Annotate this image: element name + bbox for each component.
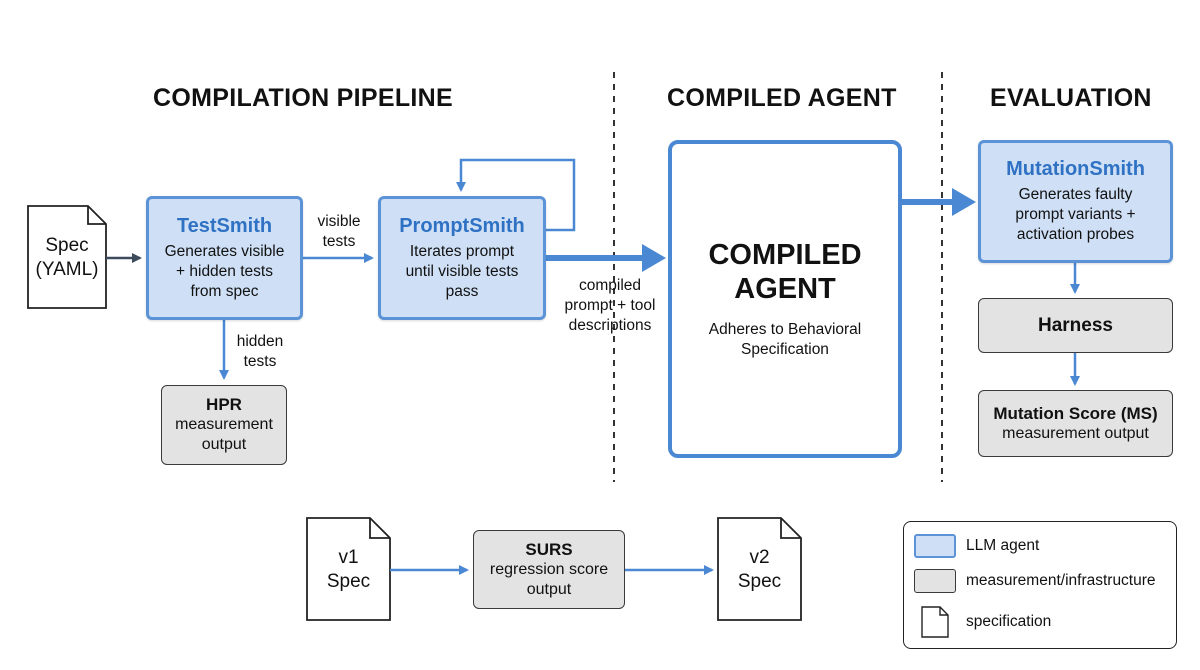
testsmith-node: TestSmith Generates visible + hidden tes… — [146, 196, 303, 320]
legend-document-icon — [921, 606, 949, 638]
hpr-title: HPR — [206, 395, 242, 414]
legend-label-infrastructure: measurement/infrastructure — [966, 572, 1156, 589]
arrow-promptsmith-loop — [456, 158, 576, 232]
legend-label-llm-agent: LLM agent — [966, 537, 1040, 554]
hidden-tests-label: hidden tests — [236, 333, 284, 370]
v2-spec-document-icon — [717, 517, 802, 621]
legend-item-llm-agent: LLM agent — [914, 534, 1039, 558]
mutation-score-description: measurement output — [1002, 424, 1149, 442]
v2-spec-label: v2 Spec — [737, 547, 782, 592]
testsmith-description: Generates visible + hidden tests from sp… — [164, 242, 285, 300]
legend-swatch-llm-agent — [914, 534, 956, 558]
visible-tests-label: visible tests — [317, 213, 361, 250]
legend: LLM agent measurement/infrastructure spe… — [903, 521, 1177, 649]
hpr-description: measurement output — [175, 416, 273, 453]
spec-document-icon — [27, 205, 107, 309]
compiled-prompt-label: compiled prompt + tool descriptions — [564, 277, 656, 334]
legend-item-specification: specification — [914, 606, 1051, 638]
section-title-compiled-agent: COMPILED AGENT — [667, 84, 897, 112]
section-title-pipeline: COMPILATION PIPELINE — [153, 84, 453, 112]
testsmith-title: TestSmith — [176, 214, 273, 237]
v1-spec-label: v1 Spec — [326, 547, 371, 592]
compiled-agent-title: COMPILED AGENT — [708, 239, 862, 305]
legend-item-infrastructure: measurement/infrastructure — [914, 569, 1156, 593]
mutation-score-title: Mutation Score (MS) — [993, 403, 1158, 423]
mutationsmith-description: Generates faulty prompt variants + activ… — [1015, 186, 1136, 243]
section-title-evaluation: EVALUATION — [990, 84, 1152, 112]
promptsmith-title: PromptSmith — [399, 214, 525, 237]
promptsmith-description: Iterates prompt until visible tests pass — [405, 242, 519, 300]
surs-node: SURS regression score output — [473, 530, 625, 609]
legend-swatch-infrastructure — [914, 569, 956, 593]
compiled-agent-node: COMPILED AGENT Adheres to Behavioral Spe… — [668, 140, 902, 458]
compiled-agent-description: Adheres to Behavioral Specification — [708, 321, 862, 358]
spec-document-label: Spec (YAML) — [35, 235, 99, 280]
legend-label-specification: specification — [966, 613, 1052, 630]
mutationsmith-node: MutationSmith Generates faulty prompt va… — [978, 140, 1173, 263]
hpr-node: HPR measurement output — [161, 385, 287, 465]
surs-description: regression score output — [489, 560, 609, 598]
surs-title: SURS — [525, 539, 573, 559]
harness-title: Harness — [1038, 314, 1113, 336]
harness-node: Harness — [978, 298, 1173, 353]
v1-spec-document-icon — [306, 517, 391, 621]
mutationsmith-title: MutationSmith — [1006, 158, 1145, 180]
mutation-score-node: Mutation Score (MS) measurement output — [978, 390, 1173, 457]
promptsmith-node: PromptSmith Iterates prompt until visibl… — [378, 196, 546, 320]
